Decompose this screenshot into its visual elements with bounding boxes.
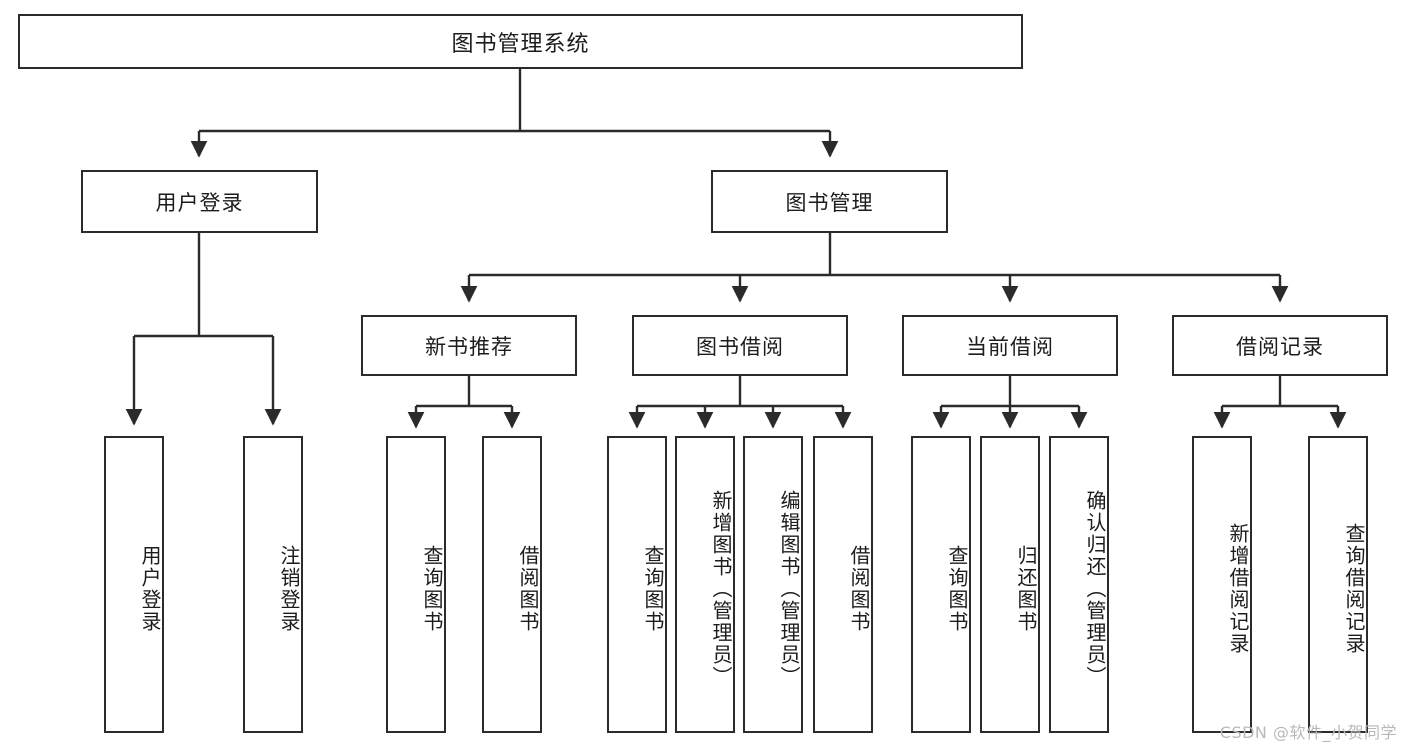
leaf-query-book-1[interactable]: 查询图书: [386, 436, 446, 733]
node-book-borrow[interactable]: 图书借阅: [632, 315, 848, 376]
watermark-csdn: CSDN @软件_小贺同学: [1219, 723, 1397, 742]
node-current-borrow[interactable]: 当前借阅: [902, 315, 1118, 376]
leaf-return-book[interactable]: 归还图书: [980, 436, 1040, 733]
node-new-book-recommend[interactable]: 新书推荐: [361, 315, 577, 376]
node-root[interactable]: 图书管理系统: [18, 14, 1023, 69]
leaf-edit-book[interactable]: 编辑图书（管理员）: [743, 436, 803, 733]
leaf-add-record[interactable]: 新增借阅记录: [1192, 436, 1252, 733]
leaf-borrow-book-2[interactable]: 借阅图书: [813, 436, 873, 733]
leaf-query-record[interactable]: 查询借阅记录: [1308, 436, 1368, 733]
leaf-logout[interactable]: 注销登录: [243, 436, 303, 733]
node-user-login[interactable]: 用户登录: [81, 170, 318, 233]
leaf-user-login[interactable]: 用户登录: [104, 436, 164, 733]
leaf-query-book-3[interactable]: 查询图书: [911, 436, 971, 733]
node-borrow-record[interactable]: 借阅记录: [1172, 315, 1388, 376]
node-book-management[interactable]: 图书管理: [711, 170, 948, 233]
leaf-borrow-book-1[interactable]: 借阅图书: [482, 436, 542, 733]
leaf-confirm-return[interactable]: 确认归还（管理员）: [1049, 436, 1109, 733]
leaf-query-book-2[interactable]: 查询图书: [607, 436, 667, 733]
leaf-add-book[interactable]: 新增图书（管理员）: [675, 436, 735, 733]
